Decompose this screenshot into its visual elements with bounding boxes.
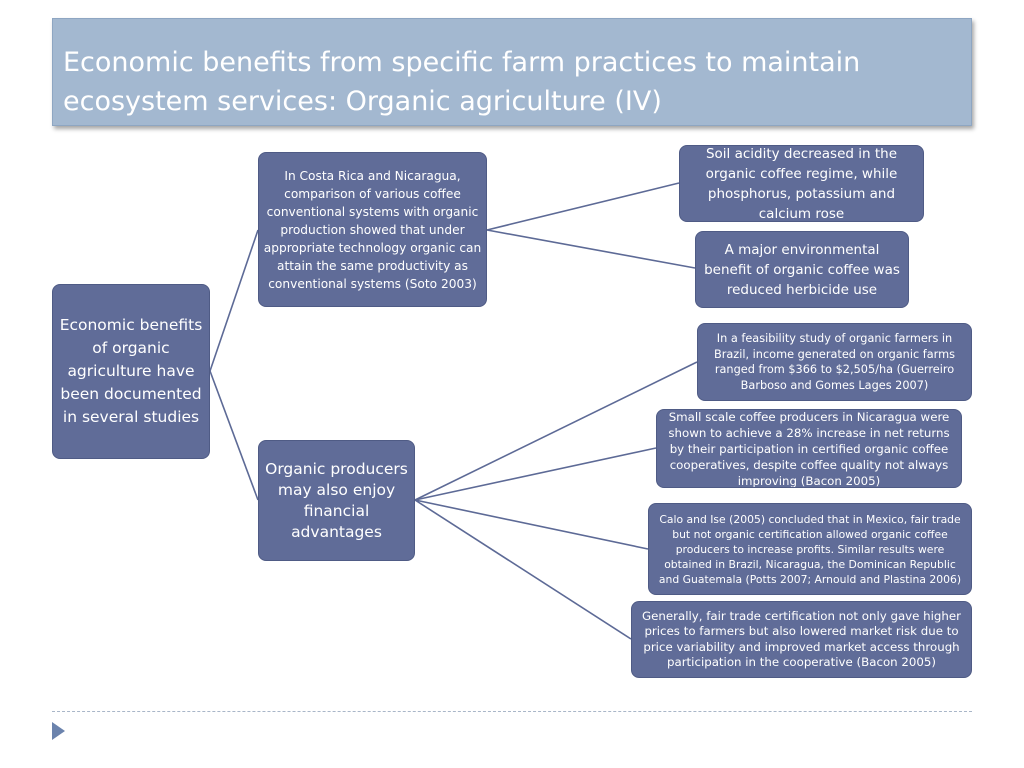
leaf-mexico-text: Calo and Ise (2005) concluded that in Me…: [658, 512, 962, 586]
connector-root-financial: [209, 370, 259, 501]
leaf-soil-text: Soil acidity decreased in the organic co…: [705, 145, 898, 222]
connector-financial-mexico: [414, 499, 649, 550]
connector-root-productivity: [209, 229, 259, 372]
branch-financial-node: Organic producers may also enjoy financi…: [258, 440, 415, 561]
branch-productivity-node: In Costa Rica and Nicaragua, comparison …: [258, 152, 487, 307]
connector-productivity-herbicide: [486, 229, 696, 269]
leaf-brazil-node: In a feasibility study of organic farmer…: [697, 323, 972, 401]
connector-productivity-soil: [486, 182, 680, 231]
slide-title: Economic benefits from specific farm pra…: [63, 47, 861, 117]
connector-financial-brazil: [414, 361, 698, 501]
leaf-fairtrade-text: Generally, fair trade certification not …: [641, 608, 961, 670]
leaf-nicaragua-node: Small scale coffee producers in Nicaragu…: [656, 409, 962, 488]
leaf-brazil-text: In a feasibility study of organic farmer…: [713, 332, 956, 392]
title-bar: Economic benefits from specific farm pra…: [52, 18, 972, 126]
leaf-soil-node: Soil acidity decreased in the organic co…: [679, 145, 924, 222]
leaf-herbicide-text: A major environmental benefit of organic…: [704, 241, 900, 298]
branch-financial-text: Organic producers may also enjoy financi…: [265, 460, 408, 541]
connector-financial-nicaragua: [414, 447, 657, 501]
branch-productivity-text: In Costa Rica and Nicaragua, comparison …: [263, 168, 482, 291]
leaf-nicaragua-text: Small scale coffee producers in Nicaragu…: [668, 409, 950, 488]
connector-financial-fairtrade: [414, 499, 632, 640]
footer-arrow-icon: [52, 722, 65, 740]
root-node: Economic benefits of organic agriculture…: [52, 284, 210, 459]
leaf-mexico-node: Calo and Ise (2005) concluded that in Me…: [648, 503, 972, 595]
root-node-text: Economic benefits of organic agriculture…: [59, 316, 203, 426]
footer-divider: [52, 711, 972, 712]
leaf-fairtrade-node: Generally, fair trade certification not …: [631, 601, 972, 678]
leaf-herbicide-node: A major environmental benefit of organic…: [695, 231, 909, 308]
